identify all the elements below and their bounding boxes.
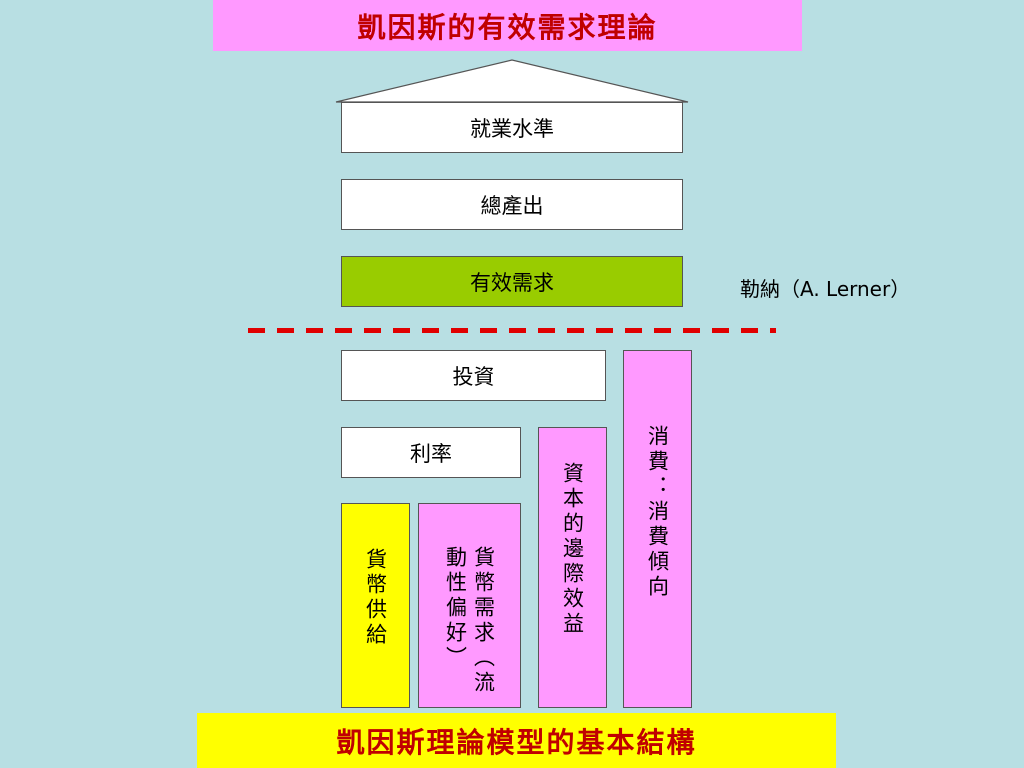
consumption-box: 消費：消費傾向 [623,350,692,708]
divider-dashed-line [248,328,776,333]
footer-caption: 凱因斯理論模型的基本結構 [197,713,836,768]
mec-box: 資本的邊際效益 [538,427,607,708]
page-title: 凱因斯的有效需求理論 [213,0,802,51]
effective-demand-box: 有效需求 [341,256,683,307]
output-box: 總產出 [341,179,683,230]
money-demand-label: 貨幣需求（流動性偏好） [443,546,496,696]
investment-box: 投資 [341,350,606,401]
roof-triangle [335,59,689,103]
money-demand-box: 貨幣需求（流動性偏好） [418,503,521,708]
employment-box: 就業水準 [341,102,683,153]
consumption-label: 消費：消費傾向 [645,425,670,600]
mec-label: 資本的邊際效益 [560,462,585,637]
money-supply-box: 貨幣供給 [341,503,410,708]
money-supply-label: 貨幣供給 [363,548,388,648]
interest-rate-box: 利率 [341,427,521,478]
lerner-note: 勒納（A. Lerner） [740,277,911,301]
